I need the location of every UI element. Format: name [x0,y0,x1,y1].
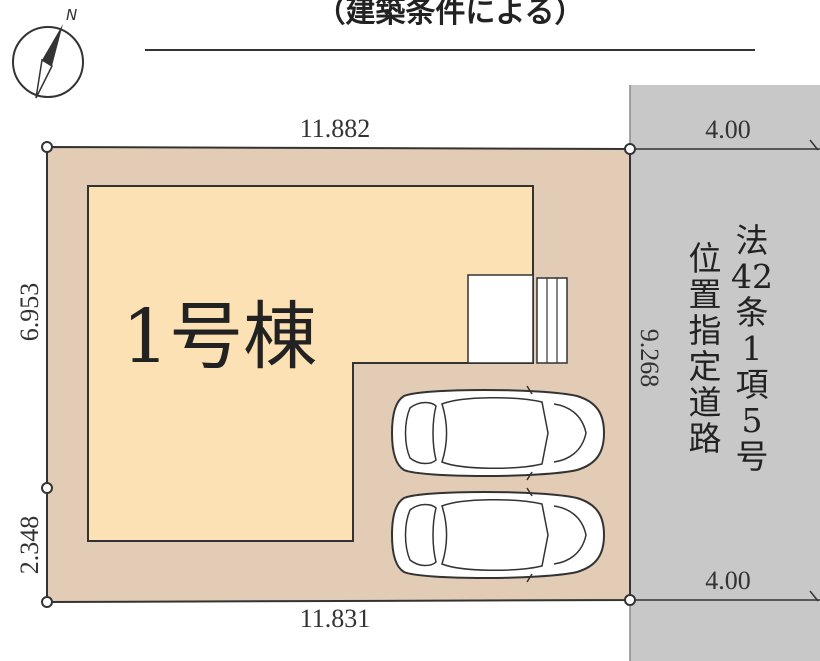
lot-corner-markers [41,141,636,608]
dimension-bottom: 11.831 [300,604,371,633]
dimension-left-upper: 6.953 [15,283,44,342]
road-designation-char: 指 [689,311,722,350]
road-designation-char: 位 [689,239,722,278]
car-icon [390,487,606,583]
plan-title: （建築条件による） [315,0,584,30]
dimension-top: 11.882 [300,114,371,143]
building-label: 1号棟 [122,294,317,380]
road-area [630,85,820,661]
road-designation-char: 定 [689,347,722,386]
compass-north-label: N [66,6,77,24]
dimension-right: 9.268 [635,329,664,388]
road-width-top: 4.00 [705,115,751,144]
road-designation-char: 法 [736,221,769,260]
compass-icon: N [12,6,84,99]
dimension-left-lower: 2.348 [15,516,44,575]
road-designation-char: 路 [689,419,722,458]
car-icon [390,385,606,481]
road-designation-char: 号 [736,437,769,476]
building-footprint [87,185,534,542]
road-designation-char: 5 [742,401,763,440]
road-designation-char: 置 [689,275,722,314]
entrance-steps [536,277,568,364]
road-designation-char: 条 [736,293,769,332]
road-designation-char: 1 [742,329,763,368]
road-designation-char: 道 [689,383,722,422]
entrance-porch [467,274,534,364]
road-designation-char: 項 [736,365,769,404]
road-width-bottom: 4.00 [705,566,751,595]
road-designation-char: 42 [731,257,773,296]
